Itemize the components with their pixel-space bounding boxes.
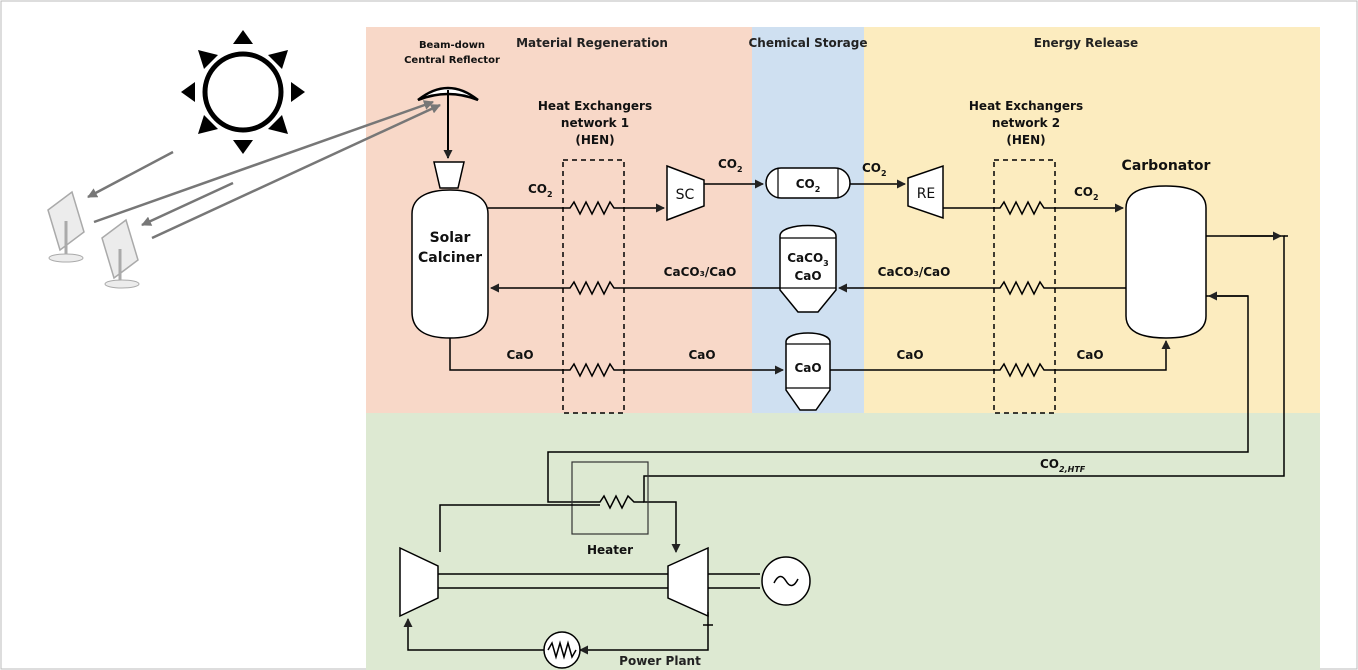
heater-label: Heater [587,543,633,557]
label-cao-4: CaO [1076,348,1103,362]
hen-2-label-2: network 2 [992,116,1060,130]
carbonator [1125,185,1207,339]
heliostat-2-icon [101,218,140,289]
zone-energy-release [864,27,1320,413]
label-mix-2: CaCO₃/CaO [878,265,951,279]
hen-1-label-1: Heat Exchangers [538,99,652,113]
hen-1-label-2: network 1 [561,116,629,130]
calciner-label-2: Calciner [418,250,482,266]
label-cao-2: CaO [688,348,715,362]
mix-tank-label-2: CaO [794,269,821,283]
calciner-label-1: Solar [430,230,471,246]
solar-calciner [411,161,489,339]
reflector-label-2: Central Reflector [404,55,500,66]
hen-1-box [562,159,625,414]
co2-tank-label: CO2 [796,177,821,194]
carbonator-label: Carbonator [1122,158,1211,174]
expander-label: RE [917,186,936,202]
zone-title-regeneration: Material Regeneration [516,36,668,50]
cao-tank-label: CaO [794,361,821,375]
power-cycle [399,504,760,655]
expander-re [907,164,944,220]
compressor-sc [666,164,705,222]
zone-power-plant [366,413,1320,670]
hen-1-label-3: (HEN) [575,133,614,147]
label-cao-1: CaO [506,348,533,362]
hen-2-label-3: (HEN) [1006,133,1045,147]
label-co2-3: CO2 [862,161,887,178]
label-cao-3: CaO [896,348,923,362]
cooler-icon [543,631,581,669]
zone-title-storage: Chemical Storage [749,36,868,50]
zone-title-power: Power Plant [619,654,701,668]
label-mix-1: CaCO₃/CaO [664,265,737,279]
sun-icon [181,30,305,154]
beam-down-reflector [417,86,479,159]
co2-storage-tank [765,167,851,199]
process-streams [449,179,1288,553]
solar-rays [87,100,441,240]
mix-tank-label-1: CaCO3 [787,251,829,268]
generator-icon [761,556,811,606]
heliostat-1-icon [47,190,85,263]
label-co2-2: CO2 [718,157,743,174]
caco3-cao-storage-tank [779,224,837,313]
hen-2-label-1: Heat Exchangers [969,99,1083,113]
zone-title-release: Energy Release [1034,36,1138,50]
label-co2-1: CO2 [528,182,553,199]
label-co2-4: CO2 [1074,185,1099,202]
cao-storage-tank [785,332,831,411]
compressor-label: SC [676,187,695,203]
label-co2-htf: CO2,HTF [1040,457,1086,474]
reflector-label-1: Beam-down [419,40,485,51]
hen-2-box [993,159,1056,414]
heater-box [571,461,649,535]
